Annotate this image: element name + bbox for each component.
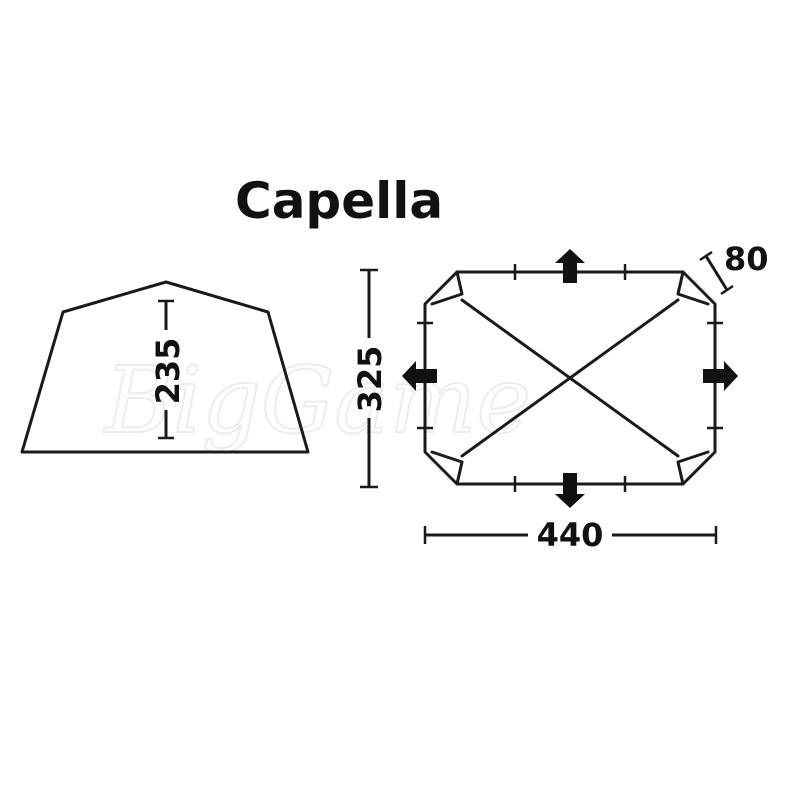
arrow-right-icon — [703, 361, 738, 391]
awning-label: 80 — [724, 240, 769, 278]
depth-dimension: 325 — [351, 268, 389, 489]
tent-floor-plan — [402, 249, 738, 508]
depth-label: 325 — [351, 346, 389, 413]
arrow-left-icon — [402, 361, 437, 391]
corner-bracket-br — [676, 450, 710, 486]
corner-bracket-tr — [676, 270, 710, 306]
diagram-title: Capella — [235, 172, 443, 230]
tent-side-outline — [20, 280, 310, 454]
arrow-down-icon — [555, 473, 585, 508]
corner-bracket-tl — [430, 270, 464, 306]
height-dimension: 235 — [149, 299, 187, 440]
peg-ticks — [417, 264, 723, 492]
corner-bracket-bl — [430, 450, 464, 486]
arrow-up-icon — [555, 249, 585, 283]
awning-dimension: 80 — [699, 240, 769, 296]
tent-side-view: 235 — [20, 280, 310, 454]
height-label: 235 — [149, 338, 187, 405]
pole-diagonal-2 — [460, 298, 680, 458]
width-dimension: 440 — [423, 516, 718, 554]
width-label: 440 — [537, 516, 604, 554]
